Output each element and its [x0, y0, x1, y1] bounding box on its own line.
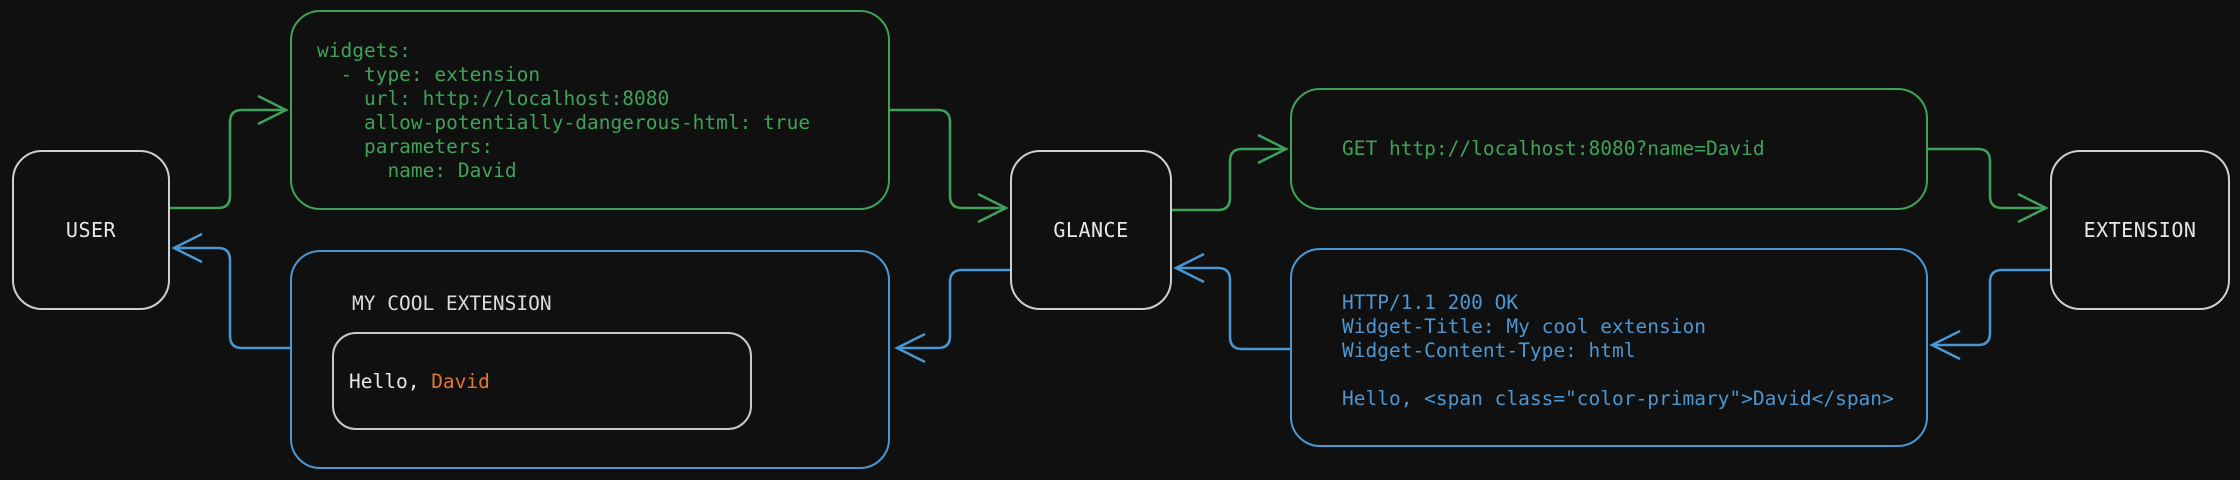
arrow-user-to-config: [170, 94, 289, 210]
extension-node: EXTENSION: [2050, 150, 2230, 310]
arrow-glance-to-widget: [894, 268, 1010, 364]
arrow-config-to-glance: [890, 108, 1009, 224]
response-line: Widget-Title: My cool extension: [1342, 315, 1706, 338]
config-line: url: http://localhost:8080: [317, 87, 670, 110]
greeting-prefix: Hello,: [349, 369, 432, 393]
arrow-glance-to-request: [1172, 133, 1289, 212]
arrow-extension-to-response: [1929, 268, 2050, 361]
http-response-box: HTTP/1.1 200 OK Widget-Title: My cool ex…: [1290, 248, 1928, 447]
rendered-widget-box: MY COOL EXTENSION Hello, David: [290, 250, 890, 469]
greeting-name: David: [431, 369, 490, 393]
config-yaml-box: widgets: - type: extension url: http://l…: [290, 10, 890, 210]
glance-node-label: GLANCE: [1053, 218, 1129, 242]
arrow-widget-to-user: [171, 232, 290, 350]
config-line: widgets:: [317, 39, 411, 62]
widget-title: MY COOL EXTENSION: [352, 292, 552, 315]
config-line: allow-potentially-dangerous-html: true: [317, 111, 811, 134]
user-node-label: USER: [65, 218, 117, 242]
user-node: USER: [12, 150, 170, 310]
extension-node-label: EXTENSION: [2083, 218, 2197, 242]
response-line: Widget-Content-Type: html: [1342, 339, 1636, 362]
arrow-request-to-extension: [1928, 147, 2049, 224]
response-line: Hello, <span class="color-primary">David…: [1342, 387, 1894, 410]
response-line: [1342, 363, 1926, 387]
response-line: HTTP/1.1 200 OK: [1342, 291, 1519, 314]
config-line: parameters:: [317, 135, 494, 158]
widget-inner-frame: Hello, David: [332, 332, 752, 430]
request-line: GET http://localhost:8080?name=David: [1342, 137, 1765, 160]
config-line: - type: extension: [317, 63, 541, 86]
arrow-response-to-glance: [1173, 252, 1290, 351]
config-line: name: David: [317, 159, 517, 182]
get-request-box: GET http://localhost:8080?name=David: [1290, 88, 1928, 210]
glance-node: GLANCE: [1010, 150, 1172, 310]
widget-greeting: Hello, David: [349, 370, 490, 393]
